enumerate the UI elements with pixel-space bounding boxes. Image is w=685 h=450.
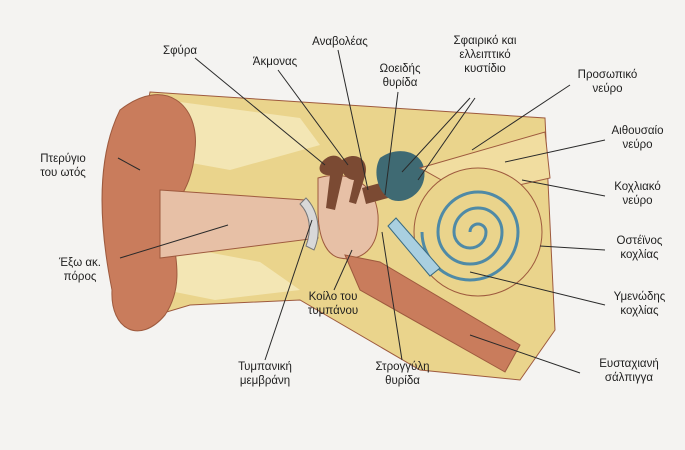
label-anavoleas: Αναβολέας: [295, 35, 385, 49]
label-tympaniki: Τυμπανική μεμβράνη: [210, 360, 320, 388]
label-osteinos: Οστέϊνος κοχλίας: [597, 234, 682, 262]
label-ymenodis: Υμενώδης κοχλίας: [597, 290, 682, 318]
label-exo: Έξω ακ. πόρος: [40, 256, 120, 284]
label-sfyra: Σφύρα: [150, 44, 210, 58]
label-strongyli: Στρογγύλη θυρίδα: [355, 360, 450, 388]
label-oeidis: Ωοειδής θυρίδα: [360, 62, 440, 90]
bony-cochlea: [414, 168, 542, 296]
label-aithousaio: Αιθουσαίο νεύρο: [595, 124, 680, 152]
label-kochliako: Κοχλιακό νεύρο: [595, 180, 680, 208]
label-koilo: Κοίλο του τυμπάνου: [288, 290, 378, 318]
label-sfairiko: Σφαιρικό και ελλειπτικό κυστίδιο: [430, 34, 540, 76]
label-pterygio: Πτερύγιο του ωτός: [18, 152, 108, 180]
label-prosopiko: Προσωπικό νεύρο: [560, 68, 655, 96]
label-akmonas: Άκμονας: [240, 55, 310, 69]
label-eustachiani: Ευσταχιανή σάλπιγγα: [583, 357, 675, 385]
